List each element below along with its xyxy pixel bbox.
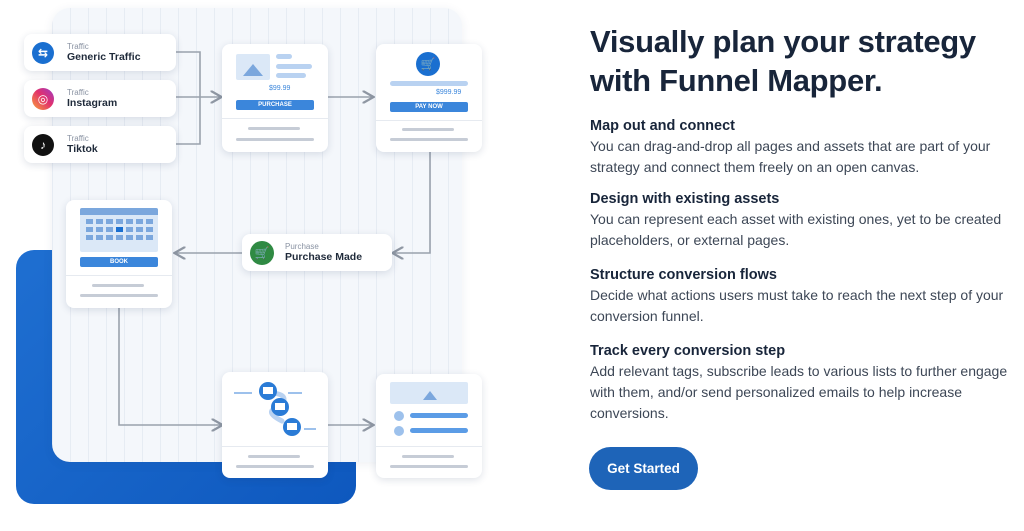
cart-icon: 🛒 [250, 240, 274, 265]
traffic-node-instagram[interactable]: ◎ Traffic Instagram [24, 80, 176, 117]
get-started-button[interactable]: Get Started [589, 447, 698, 490]
feature-conversion-flows: Structure conversion flows Decide what a… [590, 266, 1010, 327]
contacts-page-node[interactable] [376, 374, 482, 478]
feature-title: Design with existing assets [590, 191, 780, 207]
traffic-type-label: Traffic [67, 87, 89, 97]
feature-description: You can represent each asset with existi… [590, 211, 1002, 248]
traffic-type-label: Traffic [67, 133, 89, 143]
traffic-node-tiktok[interactable]: ♪ Traffic Tiktok [24, 126, 176, 163]
purchase-button: PURCHASE [236, 100, 314, 110]
traffic-source-name: Tiktok [67, 143, 98, 156]
page-headline: Visually plan your strategy with Funnel … [590, 24, 976, 98]
email-sequence-node[interactable] [222, 372, 328, 478]
checkout-price: $999.99 [436, 89, 462, 96]
event-type-label: Purchase [285, 241, 319, 251]
calendar-icon [80, 208, 158, 252]
feature-existing-assets: Design with existing assets You can repr… [590, 190, 1010, 251]
event-name: Purchase Made [285, 251, 363, 264]
book-button: BOOK [80, 257, 158, 267]
sales-price: $99.99 [269, 85, 291, 92]
feature-title: Map out and connect [590, 118, 735, 134]
feature-description: Decide what actions users must take to r… [590, 287, 1004, 324]
feature-description: You can drag-and-drop all pages and asse… [590, 138, 991, 175]
purchase-event-node[interactable]: 🛒 Purchase Purchase Made [242, 234, 392, 271]
cart-icon: 🛒 [416, 52, 440, 76]
image-placeholder-icon [390, 382, 468, 404]
booking-page-node[interactable]: BOOK [66, 200, 172, 308]
instagram-icon: ◎ [32, 87, 54, 110]
traffic-type-label: Traffic [67, 41, 89, 51]
user-icon [394, 426, 404, 436]
email-icon [234, 382, 316, 436]
user-icon [394, 411, 404, 421]
traffic-node-generic[interactable]: ⇆ Traffic Generic Traffic [24, 34, 176, 71]
feature-title: Track every conversion step [590, 343, 786, 359]
traffic-source-name: Instagram [67, 97, 118, 110]
image-placeholder-icon [236, 54, 270, 80]
tiktok-icon: ♪ [32, 133, 54, 156]
feature-description: Add relevant tags, subscribe leads to va… [590, 363, 1008, 421]
swap-arrows-icon: ⇆ [32, 41, 54, 64]
sales-page-node[interactable]: $99.99 PURCHASE [222, 44, 328, 152]
feature-map-out: Map out and connect You can drag-and-dro… [590, 117, 1010, 178]
checkout-page-node[interactable]: 🛒 $999.99 PAY NOW [376, 44, 482, 152]
feature-title: Structure conversion flows [590, 267, 777, 283]
pay-now-button: PAY NOW [390, 102, 468, 112]
feature-track-steps: Track every conversion step Add relevant… [590, 342, 1010, 424]
traffic-source-name: Generic Traffic [67, 51, 141, 64]
